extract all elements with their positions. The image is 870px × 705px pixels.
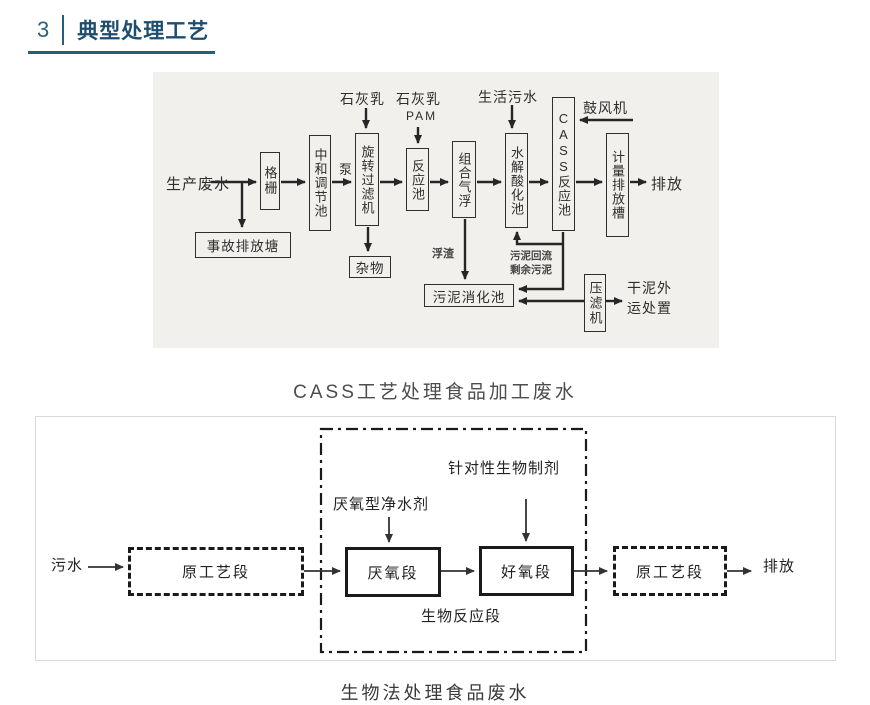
filter-press-box: 压滤机	[584, 274, 606, 332]
dry-sludge-line1: 干泥外	[627, 280, 672, 296]
cass-diagram-caption: CASS工艺处理食品加工废水	[293, 382, 577, 403]
lime-milk-label-2: 石灰乳	[396, 91, 441, 107]
header-divider	[62, 15, 65, 45]
accident-pond-box: 事故排放塘	[195, 232, 291, 258]
biological-process-diagram: 污水 原工艺段 厌氧型净水剂 针对性生物制剂 厌氧段 好氧段 生物反应段 原工艺…	[35, 416, 836, 661]
pam-label: PAM	[406, 109, 438, 123]
domestic-sewage-label: 生活污水	[478, 89, 538, 105]
section-header-row: 3 典型处理工艺	[28, 15, 216, 54]
excess-sludge-label: 剩余污泥	[510, 264, 552, 276]
air-flotation-box: 组合气浮	[452, 141, 476, 218]
discharge-label-2: 排放	[763, 558, 796, 575]
bio-reaction-boundary	[319, 427, 588, 654]
scum-label: 浮渣	[432, 248, 454, 260]
pump-label: 泵	[339, 162, 354, 177]
bio-diagram-caption: 生物法处理食品废水	[340, 683, 530, 703]
cass-flow-arrows	[211, 105, 647, 305]
bio-reaction-section-label: 生物反应段	[421, 608, 502, 625]
section-header: 3 典型处理工艺	[28, 15, 216, 54]
blower-label: 鼓风机	[583, 100, 628, 116]
section-number: 3	[37, 17, 50, 42]
dry-sludge-label: 干泥外 运处置	[627, 278, 672, 319]
rotary-filter-box: 旋转过滤机	[355, 133, 379, 226]
original-stage-box-1: 原工艺段	[128, 547, 304, 596]
aerobic-stage-box: 好氧段	[479, 546, 574, 596]
sludge-digestion-box: 污泥消化池	[424, 284, 514, 307]
anaerobic-agent-label: 厌氧型净水剂	[333, 496, 430, 513]
bio-flow-arrows	[88, 427, 752, 654]
reaction-tank-box: 反应池	[406, 148, 429, 211]
debris-box: 杂物	[349, 256, 391, 278]
grid-screen-box: 格栅	[260, 152, 280, 210]
original-stage-box-2: 原工艺段	[613, 546, 727, 596]
influent-label: 污水	[51, 557, 84, 574]
hydrolysis-tank-box: 水解酸化池	[505, 133, 528, 228]
dry-sludge-line2: 运处置	[627, 300, 672, 317]
targeted-agent-label: 针对性生物制剂	[448, 460, 561, 477]
section-title: 典型处理工艺	[77, 20, 210, 43]
cass-process-diagram: 生产废水 石灰乳 石灰乳 PAM 生活污水 鼓风机 泵 格栅 中和调节池 旋转过…	[153, 72, 719, 348]
cass-tank-box: CASS反应池	[552, 97, 575, 231]
sludge-return-label: 污泥回流	[510, 250, 552, 262]
discharge-label: 排放	[651, 176, 684, 193]
anaerobic-stage-box: 厌氧段	[345, 547, 441, 597]
source-label: 生产废水	[166, 176, 231, 193]
metering-tank-box: 计量排放槽	[606, 133, 629, 237]
lime-milk-label-1: 石灰乳	[340, 91, 385, 107]
neutralization-tank-box: 中和调节池	[309, 135, 331, 231]
